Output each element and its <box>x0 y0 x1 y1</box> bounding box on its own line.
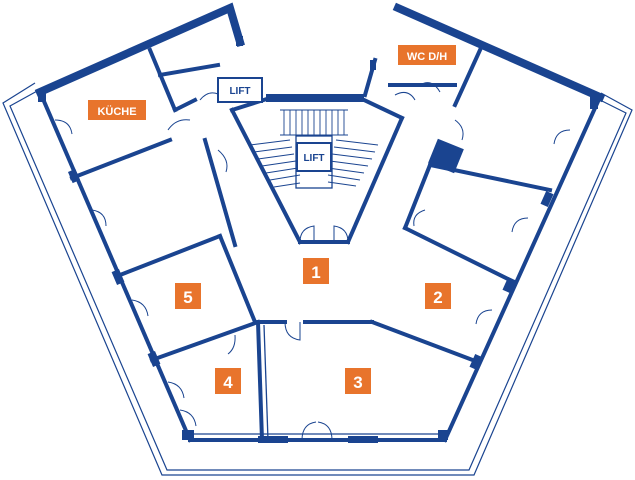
room-label-3: 3 <box>345 368 371 394</box>
lift-top: LIFT <box>217 77 263 103</box>
interior-walls-right <box>260 47 553 365</box>
lift-center: LIFT <box>296 142 332 172</box>
room-label-5: 5 <box>175 283 201 309</box>
room-label-1: 1 <box>303 258 329 284</box>
room-label-wc: WC D/H <box>398 45 456 65</box>
room-4-label: 4 <box>223 373 233 392</box>
lift-top-label: LIFT <box>229 86 250 97</box>
terrace-outline <box>2 82 633 476</box>
room-3-label: 3 <box>353 373 362 392</box>
exterior-walls <box>34 2 606 443</box>
room-2-label: 2 <box>433 288 442 307</box>
room-label-4: 4 <box>215 368 241 394</box>
lift-center-label: LIFT <box>303 153 324 164</box>
interior-walls-left <box>69 47 269 443</box>
wc-label: WC D/H <box>407 51 447 63</box>
kitchen-label: KÜCHE <box>97 105 136 118</box>
doors <box>54 82 571 441</box>
room-label-kitchen: KÜCHE <box>88 100 146 120</box>
stair-core <box>229 95 405 245</box>
room-1-label: 1 <box>311 263 320 282</box>
room-label-2: 2 <box>425 283 451 309</box>
room-5-label: 5 <box>183 288 192 307</box>
